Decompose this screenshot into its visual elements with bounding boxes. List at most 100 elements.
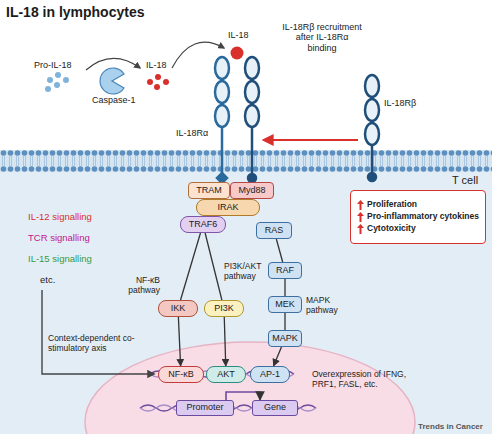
- receptor-beta: [245, 57, 259, 182]
- molecule-dot: [55, 72, 61, 78]
- extracellular-space: [0, 0, 492, 150]
- outcome-row: Proliferation: [357, 200, 417, 210]
- outcome-row: Pro-inflammatory cytokines: [357, 212, 479, 222]
- ig-domain: [215, 81, 229, 103]
- connector: [178, 317, 180, 366]
- up-arrow-symbol: [357, 200, 364, 210]
- transmembrane-stem: [371, 145, 374, 173]
- connector: [205, 233, 222, 300]
- costimulatory-arrow: [42, 290, 154, 374]
- molecule-dot: [63, 77, 69, 83]
- free-receptor-beta: [365, 75, 379, 181]
- recruitment-arrow: [264, 139, 358, 141]
- node-label: PI3K: [214, 304, 234, 313]
- lipid-bilayer: [0, 150, 492, 172]
- connector: [224, 317, 225, 366]
- node-label: TRAM: [196, 186, 222, 195]
- adaptor-box: TRAF6: [180, 216, 226, 233]
- connector: [284, 279, 285, 296]
- node-label: RAF: [276, 266, 294, 275]
- receptor-alpha: [215, 57, 229, 183]
- annotation-label: T cell: [452, 174, 478, 187]
- node-label: MEK: [275, 300, 295, 309]
- node-label: RAS: [265, 226, 284, 235]
- ig-domain: [245, 81, 259, 103]
- node-label: MAPK: [272, 334, 298, 343]
- up-arrow-shape: [357, 224, 364, 234]
- connector: [276, 239, 282, 262]
- molecule-dot: [163, 79, 169, 85]
- up-arrow-symbol: [357, 224, 364, 234]
- connector: [274, 347, 282, 366]
- outcome-row: Cytotoxicity: [357, 224, 416, 234]
- gtpase-box: RAS: [256, 222, 292, 239]
- connector: [181, 233, 201, 300]
- transcription-factor-box: NF-κB: [158, 366, 204, 383]
- ig-domain: [365, 75, 379, 97]
- node-label: Cytotoxicity: [367, 224, 416, 233]
- node-label: AP-1: [260, 370, 280, 379]
- molecule-dot: [147, 79, 153, 85]
- ig-domain: [365, 99, 379, 121]
- node-label: TRAF6: [189, 220, 218, 229]
- ig-domain: [215, 57, 229, 79]
- annotation-label: MAPK pathway: [306, 296, 348, 316]
- node-label: NF-κB: [168, 370, 194, 379]
- annotation-label: IL-18: [146, 60, 167, 70]
- node-label: Pro-inflammatory cytokines: [367, 212, 479, 221]
- annotation-label: NF-κB pathway: [116, 276, 160, 296]
- up-arrow-shape: [357, 212, 364, 222]
- node-label: Myd88: [238, 186, 265, 195]
- nucleus: [85, 342, 415, 434]
- caspase-symbol: [100, 68, 124, 94]
- transcription-factor-box: AP-1: [250, 366, 290, 383]
- kinase-box: IRAK: [196, 199, 260, 216]
- membrane-band: [0, 150, 492, 172]
- node-label: IKK: [171, 304, 186, 313]
- annotation-label: IL-18Rα: [176, 128, 208, 138]
- annotation-label: Pro-IL-18: [34, 60, 72, 70]
- node-label: Promoter: [186, 403, 223, 412]
- node-label: AKT: [217, 370, 235, 379]
- molecule-dot: [155, 74, 161, 80]
- tir-domain: [368, 173, 376, 181]
- annotation-label: IL-18Rβ: [384, 98, 416, 108]
- annotation-label: PI3K/AKT pathway: [224, 262, 268, 282]
- tir-domain: [248, 174, 256, 182]
- annotation-label: IL-18: [228, 30, 249, 40]
- ig-domain: [245, 57, 259, 79]
- molecule-dot: [47, 77, 53, 83]
- annotation-label: Caspase-1: [92, 95, 136, 105]
- annotation-label: Overexpression of IFNG, PRF1, FASL, etc.: [312, 370, 408, 390]
- transmembrane-stem: [221, 127, 224, 175]
- kinase-box: MAPK: [268, 330, 302, 347]
- up-arrow-symbol: [357, 212, 364, 222]
- il18-ligand: [231, 47, 244, 60]
- annotation-label: TCR signalling: [28, 233, 90, 244]
- annotation-label: Context-dependent co-stimulatory axis: [48, 334, 156, 354]
- adaptor-box: Myd88: [230, 182, 274, 199]
- annotation-label: IL-12 signalling: [28, 212, 92, 223]
- ig-domain: [365, 123, 379, 145]
- node-label: IRAK: [217, 203, 238, 212]
- molecule-dot: [54, 82, 60, 88]
- transmembrane-stem: [251, 127, 254, 175]
- node-label: Proliferation: [367, 200, 417, 209]
- adaptor-box: TRAM: [188, 182, 230, 199]
- up-arrow-shape: [357, 200, 364, 210]
- kinase-box: RAF: [268, 262, 302, 279]
- promoter-box: Promoter: [176, 400, 234, 416]
- molecule-dot: [154, 84, 160, 90]
- annotation-label: etc.: [40, 275, 55, 286]
- kinase-box: PI3K: [204, 300, 244, 317]
- il18-dots: [147, 74, 169, 90]
- kinase-box: MEK: [268, 296, 302, 313]
- node-label: Gene: [264, 403, 286, 412]
- kinase-box: IKK: [158, 300, 198, 317]
- gene-box: Gene: [252, 400, 298, 416]
- kinase-box: AKT: [206, 366, 246, 383]
- connector: [284, 313, 285, 330]
- watermark: Trends in Cancer: [418, 422, 483, 431]
- cleavage-arrow: [86, 58, 140, 70]
